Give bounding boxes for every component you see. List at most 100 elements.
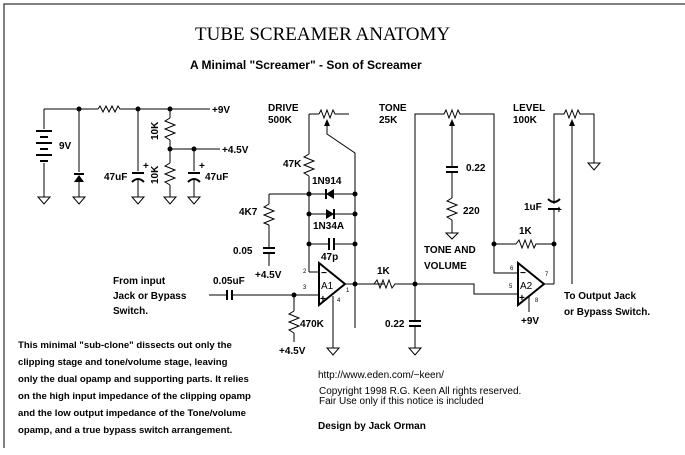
- input-cap-label: 0.05uF: [213, 276, 245, 287]
- wiper-arrow-icon: [449, 119, 455, 126]
- tone-cap-label: 0.22: [466, 163, 486, 174]
- r-top-label: 10K: [150, 121, 161, 140]
- design-credit: Design by Jack Orman: [318, 421, 426, 432]
- r470k-label: 470K: [300, 319, 325, 330]
- fair-use-notice: Fair Use only if this notice is included: [319, 396, 484, 407]
- credits-block: http://www.eden.com/~keen/ Copyright 199…: [318, 370, 521, 432]
- svg-text:+: +: [143, 161, 149, 172]
- cap2-label: 47uF: [205, 172, 228, 183]
- page-subtitle: A Minimal "Screamer" - Son of Screamer: [190, 58, 422, 72]
- cap1-label: 47uF: [104, 172, 127, 183]
- battery-label: 9V: [59, 141, 72, 152]
- tone-section-label-2: VOLUME: [424, 261, 467, 272]
- author-url[interactable]: http://www.eden.com/~keen/: [318, 370, 444, 381]
- level-section: LEVEL 100K + 1uF 1K A2 − + 6 5 7 8 +9V T…: [491, 103, 650, 327]
- copyright-notice: Copyright 1998 R.G. Keen All rights rese…: [319, 386, 521, 397]
- svg-text:4: 4: [337, 298, 341, 304]
- power-supply-section: 9V + 47uF 10K 10K +: [36, 104, 249, 205]
- resistor-47k: [302, 153, 316, 177]
- divider-resistor-top: [163, 117, 177, 141]
- tone-section-label-1: TONE AND: [424, 245, 476, 256]
- input-label-2: Jack or Bypass: [113, 291, 187, 302]
- plus45v-label: +4.5V: [222, 145, 249, 156]
- c005-label: 0.05: [233, 246, 253, 257]
- ground-icon: [186, 196, 202, 205]
- opamp-a2: [517, 260, 546, 308]
- svg-text:8: 8: [535, 298, 539, 304]
- description-line: and the low output impedance of the Tone…: [18, 408, 246, 419]
- resistor-1k-tone: [373, 278, 415, 290]
- ground-icon: [130, 196, 146, 205]
- level-potentiometer: [553, 108, 595, 204]
- divider-resistor-bottom: [163, 162, 177, 186]
- r1k-feedback-label: 1K: [519, 226, 533, 237]
- description-line: opamp, and a true bypass switch arrangem…: [18, 425, 232, 436]
- description-line: clipping stage and tone/volume stage, le…: [18, 357, 228, 368]
- resistor-4k7: [262, 203, 276, 226]
- diode-1n34a-icon: [326, 209, 334, 219]
- opamp-a1: [318, 260, 347, 308]
- r1k-tone-label: 1K: [377, 266, 391, 277]
- svg-text:2: 2: [303, 269, 307, 275]
- resistor-1k-feedback: [515, 238, 554, 250]
- svg-text:−: −: [520, 268, 526, 279]
- input-label-3: Switch.: [113, 306, 148, 317]
- tone-cap-out-label: 0.22: [385, 319, 405, 330]
- drive-value: 500K: [268, 115, 293, 126]
- ground-icon: [407, 347, 423, 356]
- tone-label: TONE: [379, 103, 407, 114]
- svg-text:1: 1: [346, 288, 350, 294]
- level-cap-label: 1uF: [524, 202, 542, 213]
- input-label-1: From input: [113, 276, 166, 287]
- diode-1n914-icon: [326, 189, 334, 199]
- resistor-470k: [287, 310, 301, 334]
- tone-potentiometer: [414, 108, 495, 283]
- frame-border: [3, 3, 685, 448]
- ground-icon: [586, 162, 602, 171]
- diode-icon: [74, 175, 84, 182]
- plus9v-label: +9V: [212, 105, 230, 116]
- description-line: only the dual opamp and supporting parts…: [18, 374, 249, 385]
- r220-label: 220: [463, 206, 480, 217]
- ground-icon: [444, 232, 460, 240]
- opamp-a2-label: A2: [520, 281, 533, 292]
- wiper-arrow-icon: [569, 119, 575, 126]
- level-label: LEVEL: [513, 103, 545, 114]
- opamp-a1-label: A1: [321, 281, 334, 292]
- description-line: This minimal "sub-clone" dissects out on…: [18, 340, 232, 351]
- input-bias-label: +4.5V: [279, 346, 306, 357]
- resistor-220: [445, 197, 459, 221]
- ground-icon: [36, 196, 52, 205]
- svg-text:6: 6: [510, 266, 514, 272]
- r-bot-label: 10K: [150, 165, 161, 184]
- svg-text:−: −: [321, 268, 327, 279]
- d2-label: 1N34A: [313, 221, 344, 232]
- clipping-stage: DRIVE 500K 47K 1N914 1N34A 47p 4K7: [233, 103, 374, 356]
- svg-text:+: +: [556, 205, 562, 216]
- tone-value: 25K: [379, 115, 398, 126]
- battery-icon: [36, 130, 52, 162]
- r47k-label: 47K: [283, 159, 302, 170]
- svg-text:5: 5: [509, 284, 513, 290]
- d1-label: 1N914: [312, 176, 342, 187]
- ground-icon: [71, 196, 87, 205]
- bias-label: +4.5V: [255, 270, 282, 281]
- output-label-2: or Bypass Switch.: [564, 307, 650, 318]
- svg-text:7: 7: [545, 272, 549, 278]
- svg-text:+: +: [199, 161, 205, 172]
- drive-label: DRIVE: [268, 103, 299, 114]
- a2-supply-label: +9V: [521, 316, 539, 327]
- tone-section: TONE 25K 0.22 220 TONE AND VOLUME 1K 0.2…: [373, 103, 504, 356]
- svg-text:+: +: [320, 294, 326, 305]
- input-section: From input Jack or Bypass Switch. 0.05uF…: [113, 276, 325, 357]
- svg-text:3: 3: [303, 285, 307, 291]
- ground-icon: [325, 347, 341, 356]
- wiper-arrow-icon: [324, 119, 330, 126]
- cfb-label: 47p: [321, 252, 338, 263]
- output-label-1: To Output Jack: [564, 291, 636, 302]
- description-block: This minimal "sub-clone" dissects out on…: [18, 340, 251, 436]
- level-capacitor-icon: [547, 198, 561, 203]
- level-value: 100K: [513, 115, 538, 126]
